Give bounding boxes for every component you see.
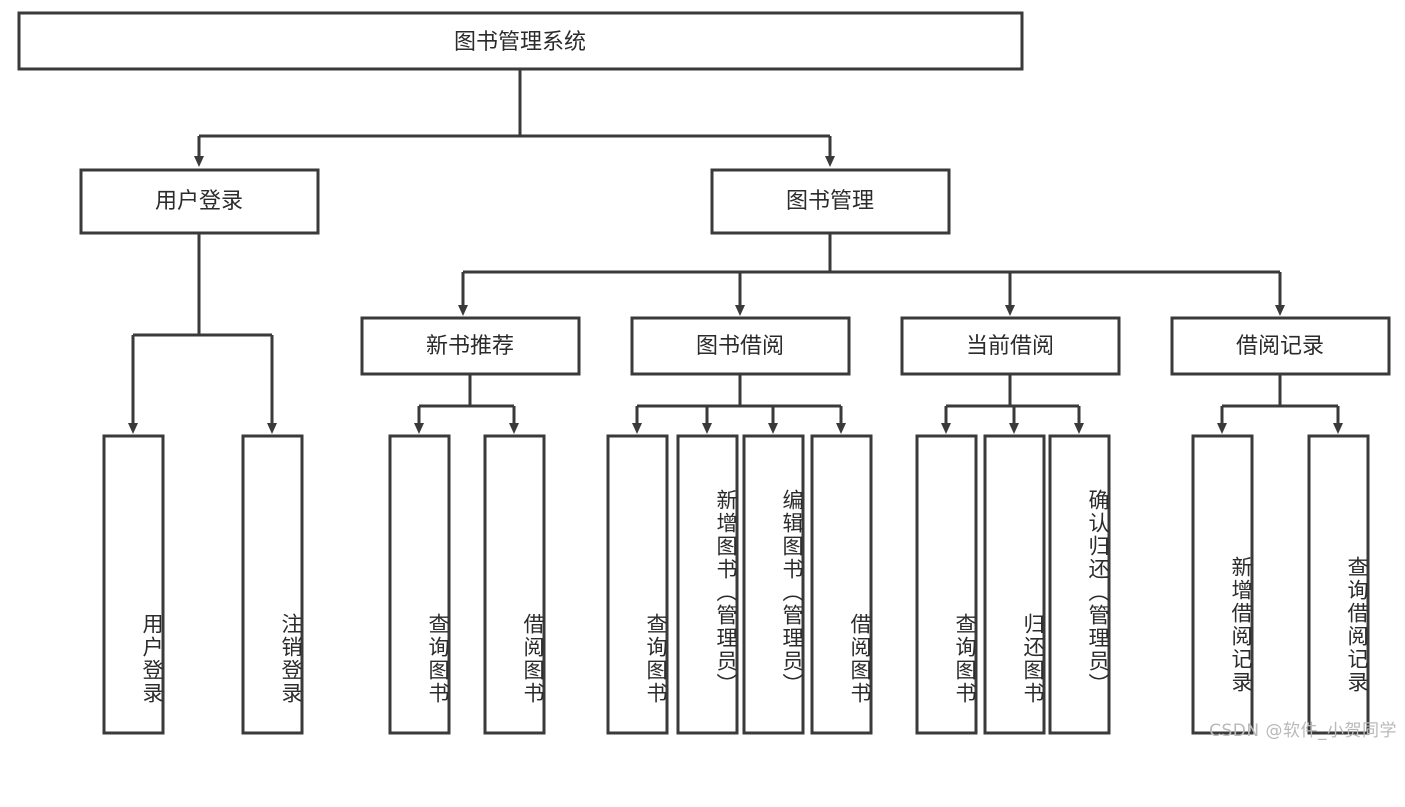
leaf-box-book-borrow-1[interactable]: [676, 434, 739, 735]
connector-root-to-level2: [194, 69, 835, 167]
node-user-login-label: 用户登录: [155, 189, 243, 214]
leaf-box-current-borrow-1[interactable]: [983, 434, 1046, 735]
node-root-label: 图书管理系统: [454, 30, 586, 55]
leaf-box-book-borrow-2[interactable]: [742, 434, 805, 735]
node-new-book-recommend-label: 新书推荐: [426, 334, 514, 359]
leaf-box-new-book-0[interactable]: [388, 434, 451, 735]
leaf-box-book-borrow-3[interactable]: [810, 434, 873, 735]
connector-borrowrecord-to-leaves: [1217, 374, 1343, 434]
connector-currentborrow-to-leaves: [941, 374, 1084, 434]
node-book-borrow[interactable]: 图书借阅: [630, 316, 851, 376]
node-borrow-record-label: 借阅记录: [1236, 334, 1324, 359]
node-book-management[interactable]: 图书管理: [710, 168, 951, 235]
leaf-box-user-login-1[interactable]: [241, 434, 304, 735]
leaf-box-user-login-0[interactable]: [102, 434, 165, 735]
leaf-box-new-book-1[interactable]: [483, 434, 546, 735]
node-current-borrow[interactable]: 当前借阅: [900, 316, 1121, 376]
node-book-management-label: 图书管理: [786, 189, 874, 214]
diagram-canvas: 图书管理系统 用户登录 图书管理 新书推荐 图书借阅 当前借阅 借阅记录: [17, 11, 1397, 741]
leaf-box-book-borrow-0[interactable]: [606, 434, 669, 735]
node-root[interactable]: 图书管理系统: [17, 11, 1024, 71]
diagram-svg: 图书管理系统 用户登录 图书管理 新书推荐 图书借阅 当前借阅 借阅记录: [17, 11, 1391, 735]
node-borrow-record[interactable]: 借阅记录: [1170, 316, 1391, 376]
node-user-login[interactable]: 用户登录: [79, 168, 320, 235]
connector-newbook-to-leaves: [414, 374, 519, 434]
node-new-book-recommend[interactable]: 新书推荐: [360, 316, 581, 376]
node-book-borrow-label: 图书借阅: [696, 334, 784, 359]
node-current-borrow-label: 当前借阅: [966, 334, 1054, 359]
csdn-watermark: CSDN @软件_小贺同学: [1209, 721, 1397, 741]
leaf-box-current-borrow-0[interactable]: [915, 434, 978, 735]
connector-bookmgmt-to-level3: [458, 233, 1285, 316]
leaf-box-borrow-record-0[interactable]: [1191, 434, 1254, 735]
connector-userlogin-to-leaves: [128, 233, 277, 434]
leaf-box-current-borrow-2[interactable]: [1048, 434, 1111, 735]
leaf-box-borrow-record-1[interactable]: [1307, 434, 1370, 735]
connector-bookborrow-to-leaves: [632, 374, 846, 434]
